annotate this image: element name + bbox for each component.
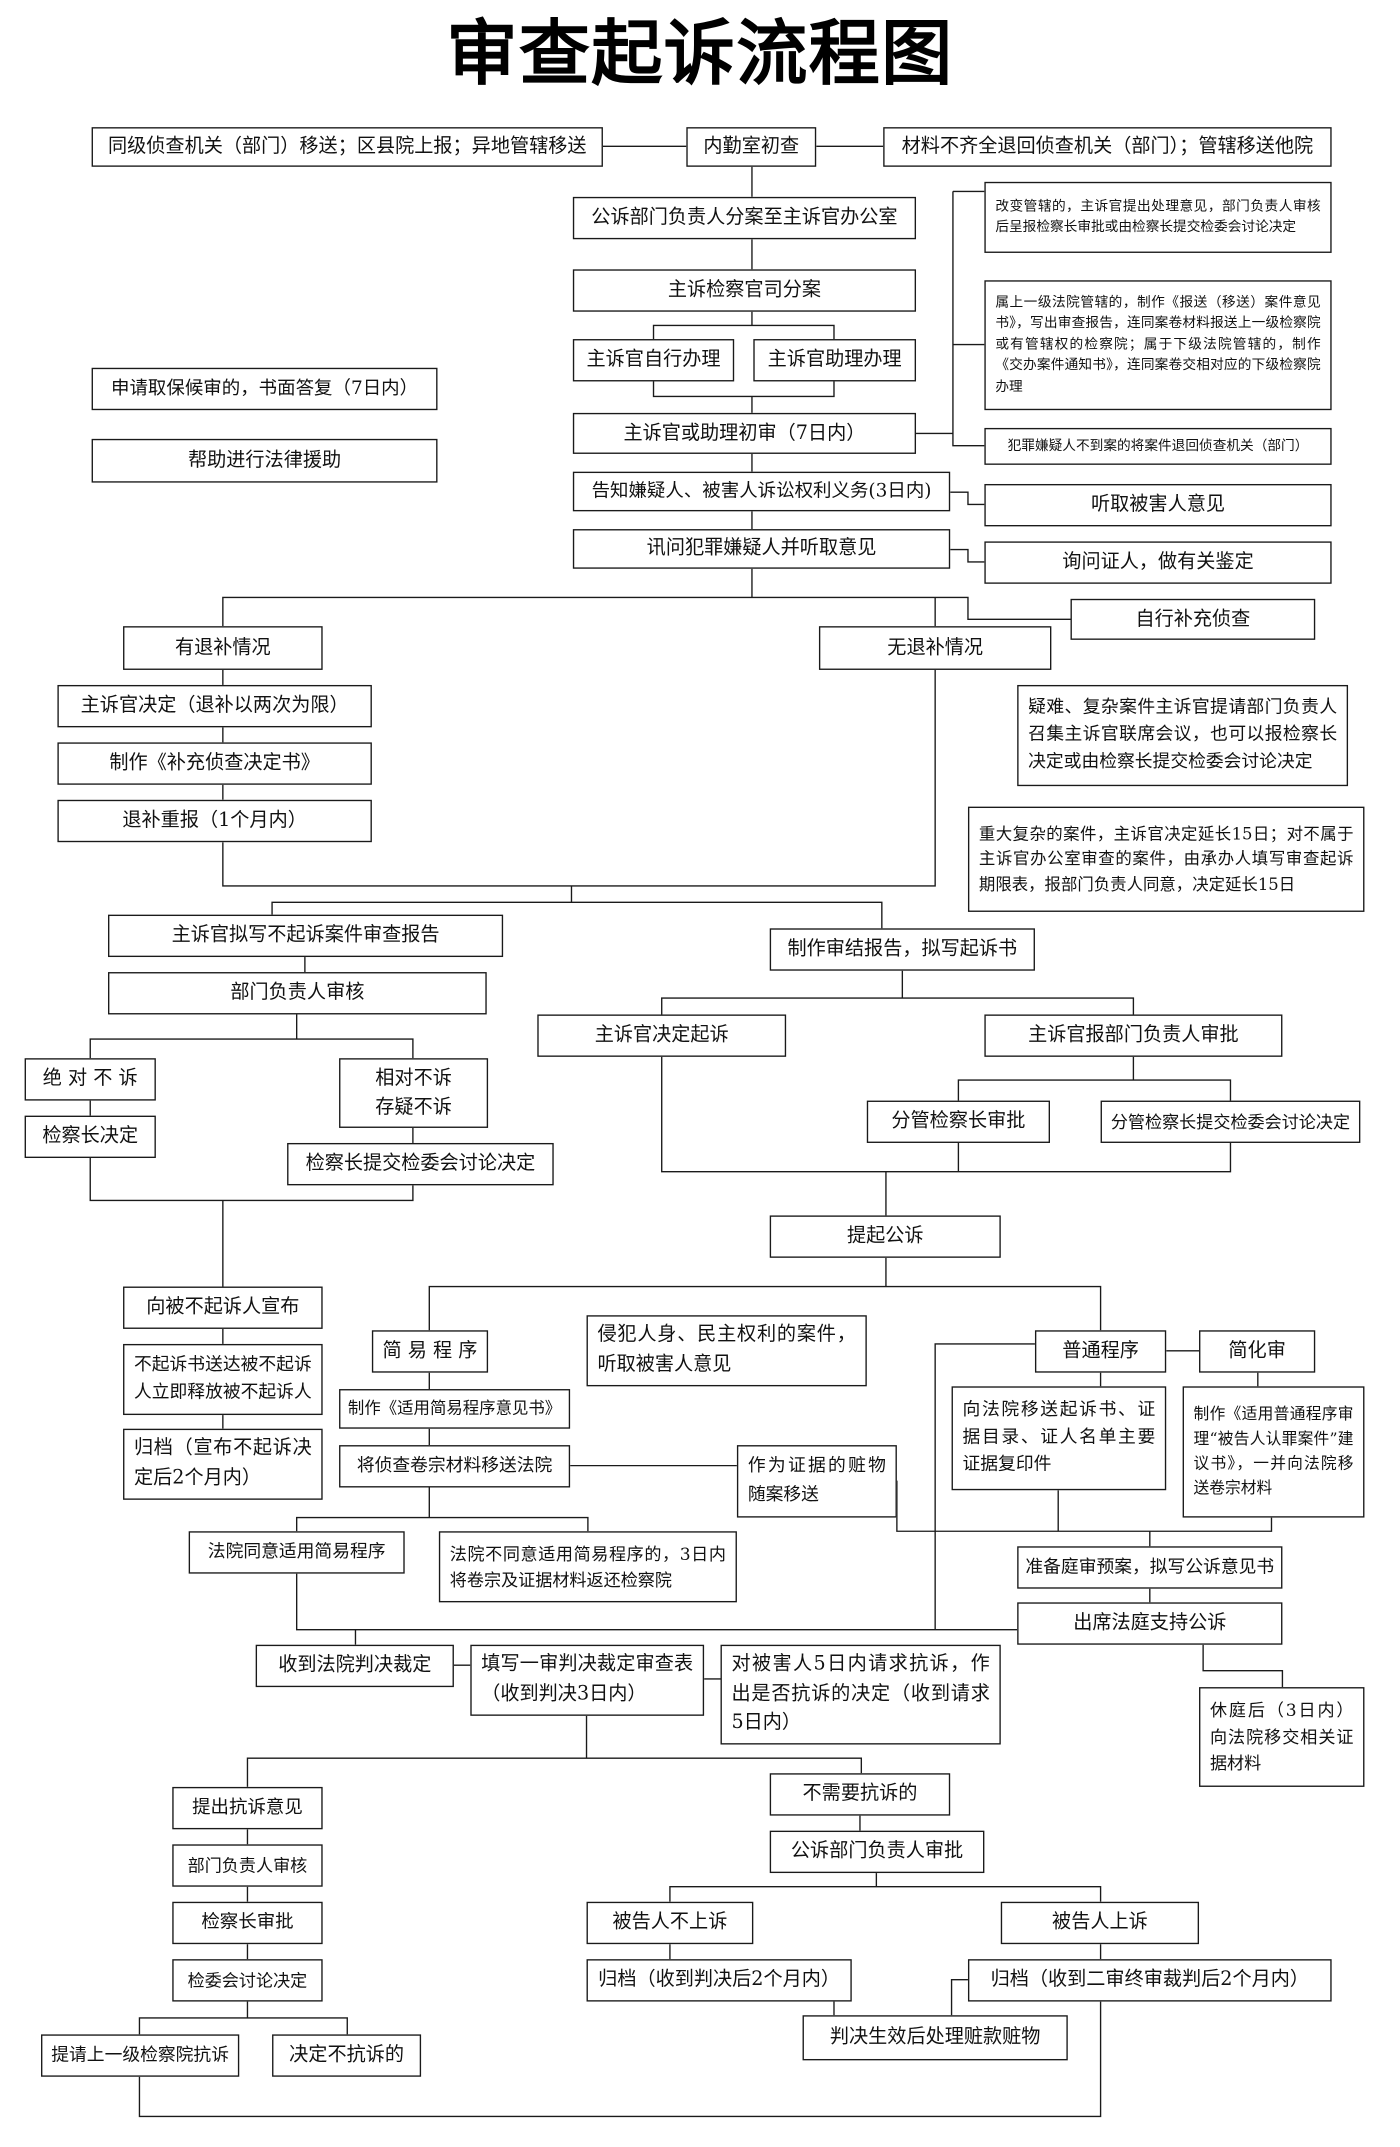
node-ordinary-procedure: 普通程序	[1034, 1330, 1167, 1373]
node-conclusion-report: 制作审结报告，拟写起诉书	[769, 928, 1035, 971]
connector	[896, 1480, 1273, 1532]
node-guilty-plea-proposal: 制作《适用普通程序审理“被告人认罪案件”建议书》，一并向法院移送卷宗材料	[1182, 1386, 1365, 1518]
node-resubmit: 退补重报（1个月内）	[57, 799, 372, 843]
node-case-sources: 同级侦查机关（部门）移送；区县院上报；异地管辖移送	[91, 127, 603, 167]
connector	[652, 381, 835, 398]
node-report-division-head: 主诉官报部门负责人审批	[984, 1014, 1283, 1057]
node-decide-prosecute: 主诉官决定起诉	[537, 1014, 787, 1057]
node-handle-stolen-goods: 判决生效后处理赃款赃物	[802, 2015, 1068, 2061]
connector	[89, 1158, 414, 1202]
node-archive-first-instance: 归档（收到判决后2个月内）	[586, 1959, 852, 2002]
connector	[271, 901, 883, 929]
connector	[89, 1038, 414, 1059]
node-trial-prep: 准备庭审预案，拟写公诉意见书	[1017, 1546, 1283, 1589]
note-higher-lower-court-jurisdiction: 属上一级法院管辖的，制作《报送（移送）案件意见书》，写出审查报告，连同案卷材料报…	[984, 280, 1332, 411]
connector	[246, 1757, 863, 1787]
node-decide-no-protest: 决定不抗诉的	[272, 2034, 422, 2077]
connector	[950, 491, 985, 506]
connector	[661, 1056, 1232, 1173]
node-summary-opinion: 制作《适用简易程序意见书》	[339, 1389, 571, 1429]
note-legal-aid: 帮助进行法律援助	[91, 438, 438, 483]
node-relative-non-prosecution-line2: 存疑不诉	[375, 1095, 452, 1118]
connector	[652, 324, 835, 340]
node-notify-rights: 告知嫌疑人、被害人诉讼权利义务(3日内)	[572, 471, 951, 512]
node-chief-decision: 检察长决定	[24, 1115, 156, 1159]
node-transfer-indictment: 向法院移送起诉书、证据目录、证人名单主要证据复印件	[951, 1386, 1167, 1491]
node-committee-decision: 检委会讨论决定	[172, 1959, 323, 2002]
node-no-protest-needed: 不需要抗诉的	[769, 1773, 951, 1816]
node-announce-non-prosecution: 向被不起诉人宣布	[123, 1286, 323, 1329]
node-supplementary-decision: 主诉官决定（退补以两次为限）	[57, 684, 372, 728]
node-court-agrees-summary: 法院同意适用简易程序	[188, 1531, 405, 1574]
node-relative-non-prosecution-line1: 相对不诉	[375, 1068, 452, 1090]
connector	[950, 1979, 968, 2016]
node-self-handling: 主诉官自行办理	[572, 339, 735, 382]
node-division-head-review-2: 部门负责人审核	[172, 1844, 323, 1887]
node-serve-release: 不起诉书送达被不起诉人立即释放被不起诉人	[123, 1343, 323, 1416]
node-make-supplementary-decision: 制作《补充侦查决定书》	[57, 742, 372, 785]
node-summary-procedure: 简 易 程 序	[371, 1330, 489, 1373]
node-chief-approval: 检察长审批	[172, 1901, 323, 1945]
node-request-higher-protest: 提请上一级检察院抗诉	[41, 2034, 240, 2077]
node-defendant-no-appeal: 被告人不上诉	[586, 1901, 754, 1945]
node-internal-initial-check: 内勤室初查	[686, 127, 817, 167]
node-simplified-trial: 简化审	[1199, 1330, 1316, 1373]
node-deputy-chief-committee: 分管检察长提交检委会讨论决定	[1100, 1100, 1361, 1143]
note-jurisdiction-change: 改变管辖的，主诉官提出处理意见，部门负责人审核后呈报检察长审批或由检察长提交检委…	[984, 181, 1332, 253]
note-bail-application-reply: 申请取保候审的，书面答复（7日内）	[91, 367, 438, 411]
connector	[138, 2001, 1102, 2118]
node-division-head-assign: 公诉部门负责人分案至主诉官办公室	[572, 196, 917, 240]
node-chief-prosecutor-assign: 主诉检察官司分案	[572, 269, 917, 312]
node-absolute-non-prosecution: 绝 对 不 诉	[24, 1058, 156, 1101]
node-division-head-approval: 公诉部门负责人审批	[769, 1830, 985, 1874]
node-chief-committee: 检察长提交检委会讨论决定	[287, 1142, 554, 1186]
node-defendant-appeal: 被告人上诉	[1000, 1901, 1200, 1945]
node-assistant-handling: 主诉官助理办理	[753, 339, 917, 382]
connector	[950, 548, 985, 563]
connector	[222, 669, 936, 887]
note-personal-rights-case: 侵犯人身、民主权利的案件，听取被害人意见	[586, 1315, 867, 1387]
connector	[295, 1516, 589, 1532]
node-relative-non-prosecution: 相对不诉 存疑不诉	[339, 1058, 489, 1128]
note-difficult-case-meeting: 疑难、复杂案件主诉官提请部门负责人召集主诉官联席会议，也可以报检察长决定或由检察…	[1017, 684, 1349, 787]
connector	[1202, 1644, 1284, 1688]
node-post-trial-evidence: 休庭后（3日内）向法院移交相关证据材料	[1199, 1687, 1365, 1787]
node-initial-review: 主诉官或助理初审（7日内）	[572, 412, 917, 454]
connector	[428, 1285, 1102, 1331]
node-supplementary-needed: 有退补情况	[123, 626, 323, 670]
node-file-prosecution: 提起公诉	[769, 1215, 1001, 1258]
node-receive-judgment: 收到法院判决裁定	[255, 1644, 454, 1688]
node-self-supplementary-investigation: 自行补充侦查	[1070, 598, 1316, 640]
node-deputy-chief-approval: 分管检察长审批	[866, 1100, 1050, 1143]
node-archive-second-instance: 归档（收到二审终审裁判后2个月内）	[967, 1959, 1332, 2002]
note-extension: 重大复杂的案件，主诉官决定延长15日；对不属于主诉官办公室审查的案件，由承办人填…	[967, 806, 1365, 912]
node-non-prosecution-report: 主诉官拟写不起诉案件审查报告	[108, 914, 504, 958]
connector	[661, 997, 1135, 1015]
node-division-head-review-1: 部门负责人审核	[108, 972, 487, 1015]
node-no-supplementary: 无退补情况	[818, 626, 1052, 670]
connector	[222, 596, 1071, 627]
node-transfer-stolen-goods: 作为证据的赃物随案移送	[736, 1445, 897, 1518]
node-transfer-files: 将侦查卷宗材料移送法院	[339, 1445, 571, 1488]
connector	[295, 1573, 1018, 1631]
note-suspect-absent-return: 犯罪嫌疑人不到案的将案件退回侦查机关（部门）	[984, 427, 1332, 465]
connector	[934, 1343, 1035, 1630]
connector	[669, 1886, 1102, 1902]
node-court-disagrees-summary: 法院不同意适用简易程序的，3日内将卷宗及证据材料返还检察院	[438, 1531, 737, 1603]
node-interrogate-suspect: 讯问犯罪嫌疑人并听取意见	[572, 529, 951, 569]
node-first-instance-review-form: 填写一审判决裁定审查表（收到判决3日内）	[470, 1644, 705, 1716]
node-incomplete-materials-return: 材料不齐全退回侦查机关（部门）；管辖移送他院	[883, 127, 1332, 167]
connector	[957, 1079, 1232, 1101]
connector	[138, 2017, 348, 2035]
node-propose-protest: 提出抗诉意见	[172, 1786, 323, 1830]
node-archive-non-prosecution: 归档（宣布不起诉决定后2个月内）	[123, 1428, 323, 1500]
page-title: 审查起诉流程图	[446, 13, 954, 96]
node-question-witness: 询问证人，做有关鉴定	[984, 541, 1332, 584]
node-attend-court: 出席法庭支持公诉	[1017, 1602, 1283, 1645]
node-hear-victim: 听取被害人意见	[984, 483, 1332, 527]
connector	[952, 191, 985, 447]
node-victim-protest-request: 对被害人5日内请求抗诉，作出是否抗诉的决定（收到请求5日内）	[720, 1644, 1001, 1745]
